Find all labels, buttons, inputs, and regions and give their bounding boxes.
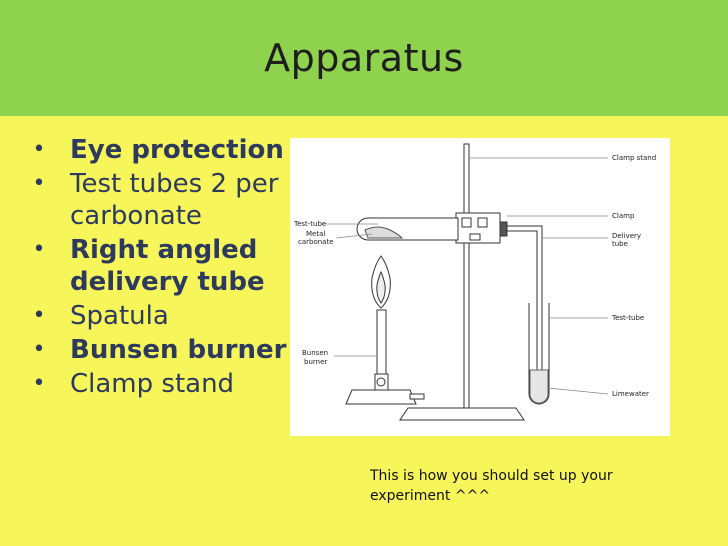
label-clamp-stand: Clamp stand <box>612 154 656 162</box>
bullet-dot-icon: • <box>32 171 46 196</box>
bullet-text: Right angled delivery tube <box>70 235 265 297</box>
bullet-text: Clamp stand <box>70 369 235 399</box>
label-bunsen-burner-2: burner <box>304 358 327 366</box>
limewater <box>529 369 549 404</box>
title-bar <box>0 0 728 116</box>
bullet-test-tubes: • Test tubes 2 per carbonate <box>28 168 290 232</box>
diagram-caption: This is how you should set up your exper… <box>370 466 670 506</box>
bullet-eye-protection: • Eye protection <box>28 134 290 166</box>
bullet-bunsen-burner: • Bunsen burner <box>28 334 290 366</box>
bullet-spatula: • Spatula <box>28 300 290 332</box>
caption-line-2: experiment ^^^ <box>370 488 491 504</box>
label-bunsen-burner-1: Bunsen <box>302 349 328 357</box>
bunsen-burner-base <box>345 389 417 405</box>
bullet-text: Bunsen burner <box>70 335 287 365</box>
label-delivery-tube-2: tube <box>612 240 628 248</box>
bunsen-burner-tube <box>376 309 387 379</box>
bullet-text: Eye protection <box>70 135 284 165</box>
bullet-dot-icon: • <box>32 337 46 362</box>
delivery-tube <box>507 225 543 378</box>
apparatus-diagram-svg: Clamp stand Clamp Delivery tube Test-tub… <box>293 143 656 421</box>
clamp-stand-rod <box>463 143 470 411</box>
apparatus-diagram: Clamp stand Clamp Delivery tube Test-tub… <box>290 138 670 436</box>
label-test-tube-right: Test-tube <box>611 314 644 322</box>
test-tube-right <box>528 303 550 405</box>
bullet-dot-icon: • <box>32 303 46 328</box>
bullet-dot-icon: • <box>32 237 46 262</box>
label-limewater: Limewater <box>612 390 649 398</box>
bullet-delivery-tube: • Right angled delivery tube <box>28 234 290 298</box>
label-test-tube-left: Test-tube <box>293 220 326 228</box>
bullet-dot-icon: • <box>32 371 46 396</box>
bullet-clamp-stand: • Clamp stand <box>28 368 290 400</box>
clamp-stand-base <box>399 407 525 421</box>
label-delivery-tube-1: Delivery <box>612 232 641 240</box>
bullet-dot-icon: • <box>32 137 46 162</box>
bullet-text: Test tubes 2 per carbonate <box>70 169 279 231</box>
caption-line-1: This is how you should set up your <box>370 468 613 484</box>
slide-title: Apparatus <box>264 36 464 80</box>
label-metal-carbonate-1: Metal <box>306 230 325 238</box>
bullet-list: • Eye protection • Test tubes 2 per carbon… <box>28 134 290 402</box>
bullet-text: Spatula <box>70 301 169 331</box>
label-metal-carbonate-2: carbonate <box>298 238 334 246</box>
metal-carbonate <box>364 226 404 239</box>
label-clamp: Clamp <box>612 212 635 220</box>
